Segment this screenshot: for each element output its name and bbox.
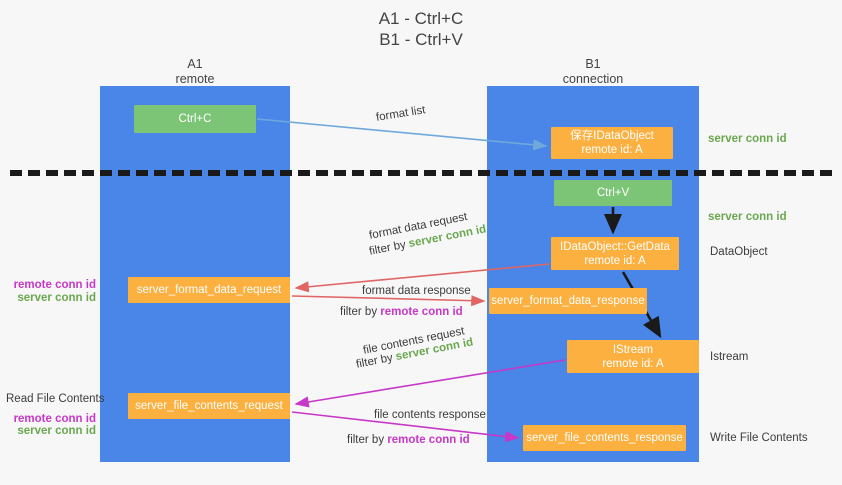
box-ctrl-v-label: Ctrl+V bbox=[596, 187, 630, 199]
label-format-list: format list bbox=[375, 104, 427, 124]
box-istream-label: IStream bbox=[612, 343, 654, 356]
label-file-contents-request-filter-prefix: filter by bbox=[355, 351, 398, 371]
label-format-data-response-filter-value: remote conn id bbox=[380, 306, 463, 318]
label-file-contents-response-filter-value: remote conn id bbox=[387, 434, 470, 446]
label-server-conn-id-mid: server conn id bbox=[708, 211, 787, 223]
label-left-remote-conn-id-2: remote conn id bbox=[13, 413, 96, 425]
box-server-file-contents-request[interactable]: server_file_contents_request bbox=[128, 393, 290, 419]
box-istream[interactable]: IStream remote id: A bbox=[567, 340, 699, 373]
label-file-contents-response: file contents response bbox=[374, 409, 486, 421]
box-save-idataobject-label: 保存IDataObject bbox=[570, 130, 654, 142]
label-format-data-response-filter-prefix: filter by bbox=[340, 306, 381, 318]
box-server-format-data-response[interactable]: server_format_data_response bbox=[489, 288, 647, 314]
title-line-1: A1 - Ctrl+C bbox=[378, 9, 464, 28]
box-server-file-contents-request-label: server_file_contents_request bbox=[135, 400, 283, 412]
label-left-server-conn-id-2: server conn id bbox=[17, 425, 96, 437]
label-format-data-response: format data response bbox=[362, 285, 471, 297]
column-header-a1: A1 remote bbox=[100, 57, 290, 87]
box-istream-sub: remote id: A bbox=[602, 357, 664, 370]
column-header-a1-role: remote bbox=[175, 72, 215, 86]
label-right-istream: Istream bbox=[710, 351, 749, 363]
column-header-b1-role: connection bbox=[562, 72, 624, 86]
label-right-write-file-contents: Write File Contents bbox=[710, 432, 808, 444]
box-save-idataobject[interactable]: 保存IDataObject remote id: A bbox=[551, 127, 673, 159]
box-idataobject-getdata-label: IDataObject::GetData bbox=[560, 240, 670, 253]
box-server-format-data-request[interactable]: server_format_data_request bbox=[128, 277, 290, 303]
column-header-b1: B1 connection bbox=[487, 57, 699, 87]
label-right-dataobject: DataObject bbox=[710, 246, 768, 258]
page-title: A1 - Ctrl+C B1 - Ctrl+V bbox=[0, 8, 842, 50]
title-line-2: B1 - Ctrl+V bbox=[379, 30, 463, 49]
box-server-format-data-response-label: server_format_data_response bbox=[491, 295, 645, 307]
box-ctrl-c-label: Ctrl+C bbox=[178, 113, 212, 125]
box-ctrl-c[interactable]: Ctrl+C bbox=[134, 105, 256, 133]
label-format-data-response-filter: filter by remote conn id bbox=[340, 305, 463, 320]
label-left-server-conn-id-1: server conn id bbox=[17, 292, 96, 304]
label-file-contents-response-filter: filter by remote conn id bbox=[347, 433, 470, 448]
dashed-divider bbox=[10, 170, 832, 176]
box-server-file-contents-response-label: server_file_contents_response bbox=[526, 432, 683, 444]
box-ctrl-v[interactable]: Ctrl+V bbox=[554, 180, 672, 206]
box-idataobject-getdata[interactable]: IDataObject::GetData remote id: A bbox=[551, 237, 679, 270]
label-left-remote-conn-id-1: remote conn id bbox=[13, 279, 96, 291]
label-read-file-contents: Read File Contents bbox=[6, 393, 105, 405]
column-header-a1-name: A1 bbox=[187, 57, 203, 71]
label-file-contents-response-filter-prefix: filter by bbox=[347, 434, 388, 446]
column-header-b1-name: B1 bbox=[585, 57, 601, 71]
box-save-idataobject-sub: remote id: A bbox=[581, 144, 643, 156]
box-server-file-contents-response[interactable]: server_file_contents_response bbox=[523, 425, 686, 451]
label-server-conn-id-top: server conn id bbox=[708, 133, 787, 145]
box-server-format-data-request-label: server_format_data_request bbox=[136, 284, 282, 296]
box-idataobject-getdata-sub: remote id: A bbox=[584, 254, 646, 267]
